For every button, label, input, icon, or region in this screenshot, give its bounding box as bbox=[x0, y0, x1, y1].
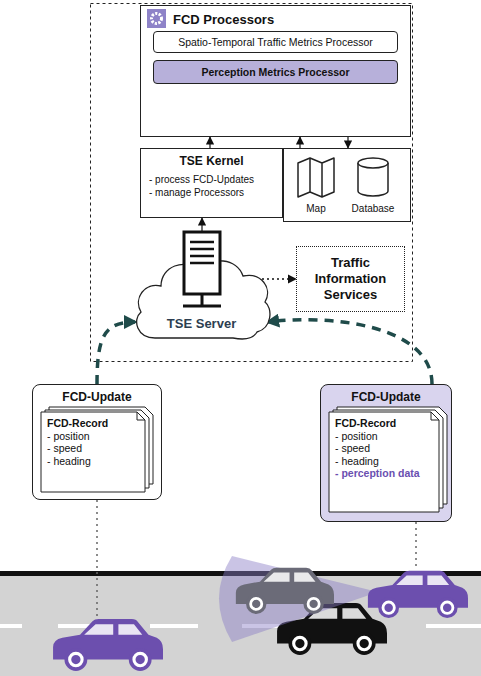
connector-arrow bbox=[268, 320, 432, 384]
connector-arrow bbox=[299, 137, 300, 148]
node-text: - perception data bbox=[335, 467, 437, 480]
node-text: - position bbox=[47, 430, 143, 443]
update-box: FCD-UpdateFCD-Record- position- speed- h… bbox=[320, 384, 452, 522]
connector-arrow bbox=[209, 137, 210, 148]
node-title: Map bbox=[306, 202, 325, 215]
car bbox=[53, 619, 163, 671]
perception-cone bbox=[219, 556, 378, 642]
connector-arrow bbox=[97, 322, 135, 384]
server-cloud: TSE Server bbox=[133, 232, 270, 342]
node-text: - speed bbox=[47, 442, 143, 455]
perceived-car bbox=[236, 568, 334, 614]
node-title: TSE Kernel bbox=[149, 155, 274, 168]
node-title: FCD-Update bbox=[33, 391, 161, 404]
node-title: TSE Server bbox=[167, 316, 236, 331]
node-text: - manage Processors bbox=[149, 186, 274, 199]
node-text: - position bbox=[335, 430, 437, 443]
connector-arrow bbox=[347, 137, 348, 148]
node-title: Perception Metrics Processor bbox=[201, 66, 349, 79]
node-text: - heading bbox=[47, 455, 143, 468]
connector-arrow bbox=[201, 218, 202, 232]
leader-line bbox=[96, 500, 98, 618]
record-sheet: FCD-Record- position- speed- heading bbox=[41, 412, 149, 492]
kernel-box: TSE Kernel - process FCD-Updates- manage … bbox=[140, 148, 283, 218]
service-box: Traffic Information Services bbox=[296, 246, 405, 312]
record-sheet: FCD-Record- position- speed- heading- pe… bbox=[329, 412, 443, 512]
node-title: Spatio-Temporal Traffic Metrics Processo… bbox=[178, 36, 373, 49]
processor-group: FCD ProcessorsSpatio-Temporal Traffic Me… bbox=[140, 5, 411, 137]
storage-box: Map Database bbox=[283, 148, 411, 222]
node-text: - heading bbox=[335, 455, 437, 468]
process-box: Perception Metrics Processor bbox=[153, 60, 398, 84]
node-title: FCD-Record bbox=[47, 417, 143, 430]
server-frame bbox=[91, 4, 413, 362]
node-text: - process FCD-Updates bbox=[149, 173, 274, 186]
node-title: FCD Processors bbox=[173, 12, 274, 27]
node-title: FCD-Update bbox=[321, 391, 451, 404]
node-text: - speed bbox=[335, 442, 437, 455]
process-box: Spatio-Temporal Traffic Metrics Processo… bbox=[153, 31, 398, 53]
node-title: Traffic Information Services bbox=[305, 255, 397, 303]
car bbox=[368, 571, 468, 618]
node-title: FCD-Record bbox=[335, 417, 437, 430]
node-text: Database bbox=[352, 202, 395, 215]
leader-line bbox=[415, 522, 417, 570]
update-box: FCD-UpdateFCD-Record- position- speed- h… bbox=[32, 384, 162, 500]
